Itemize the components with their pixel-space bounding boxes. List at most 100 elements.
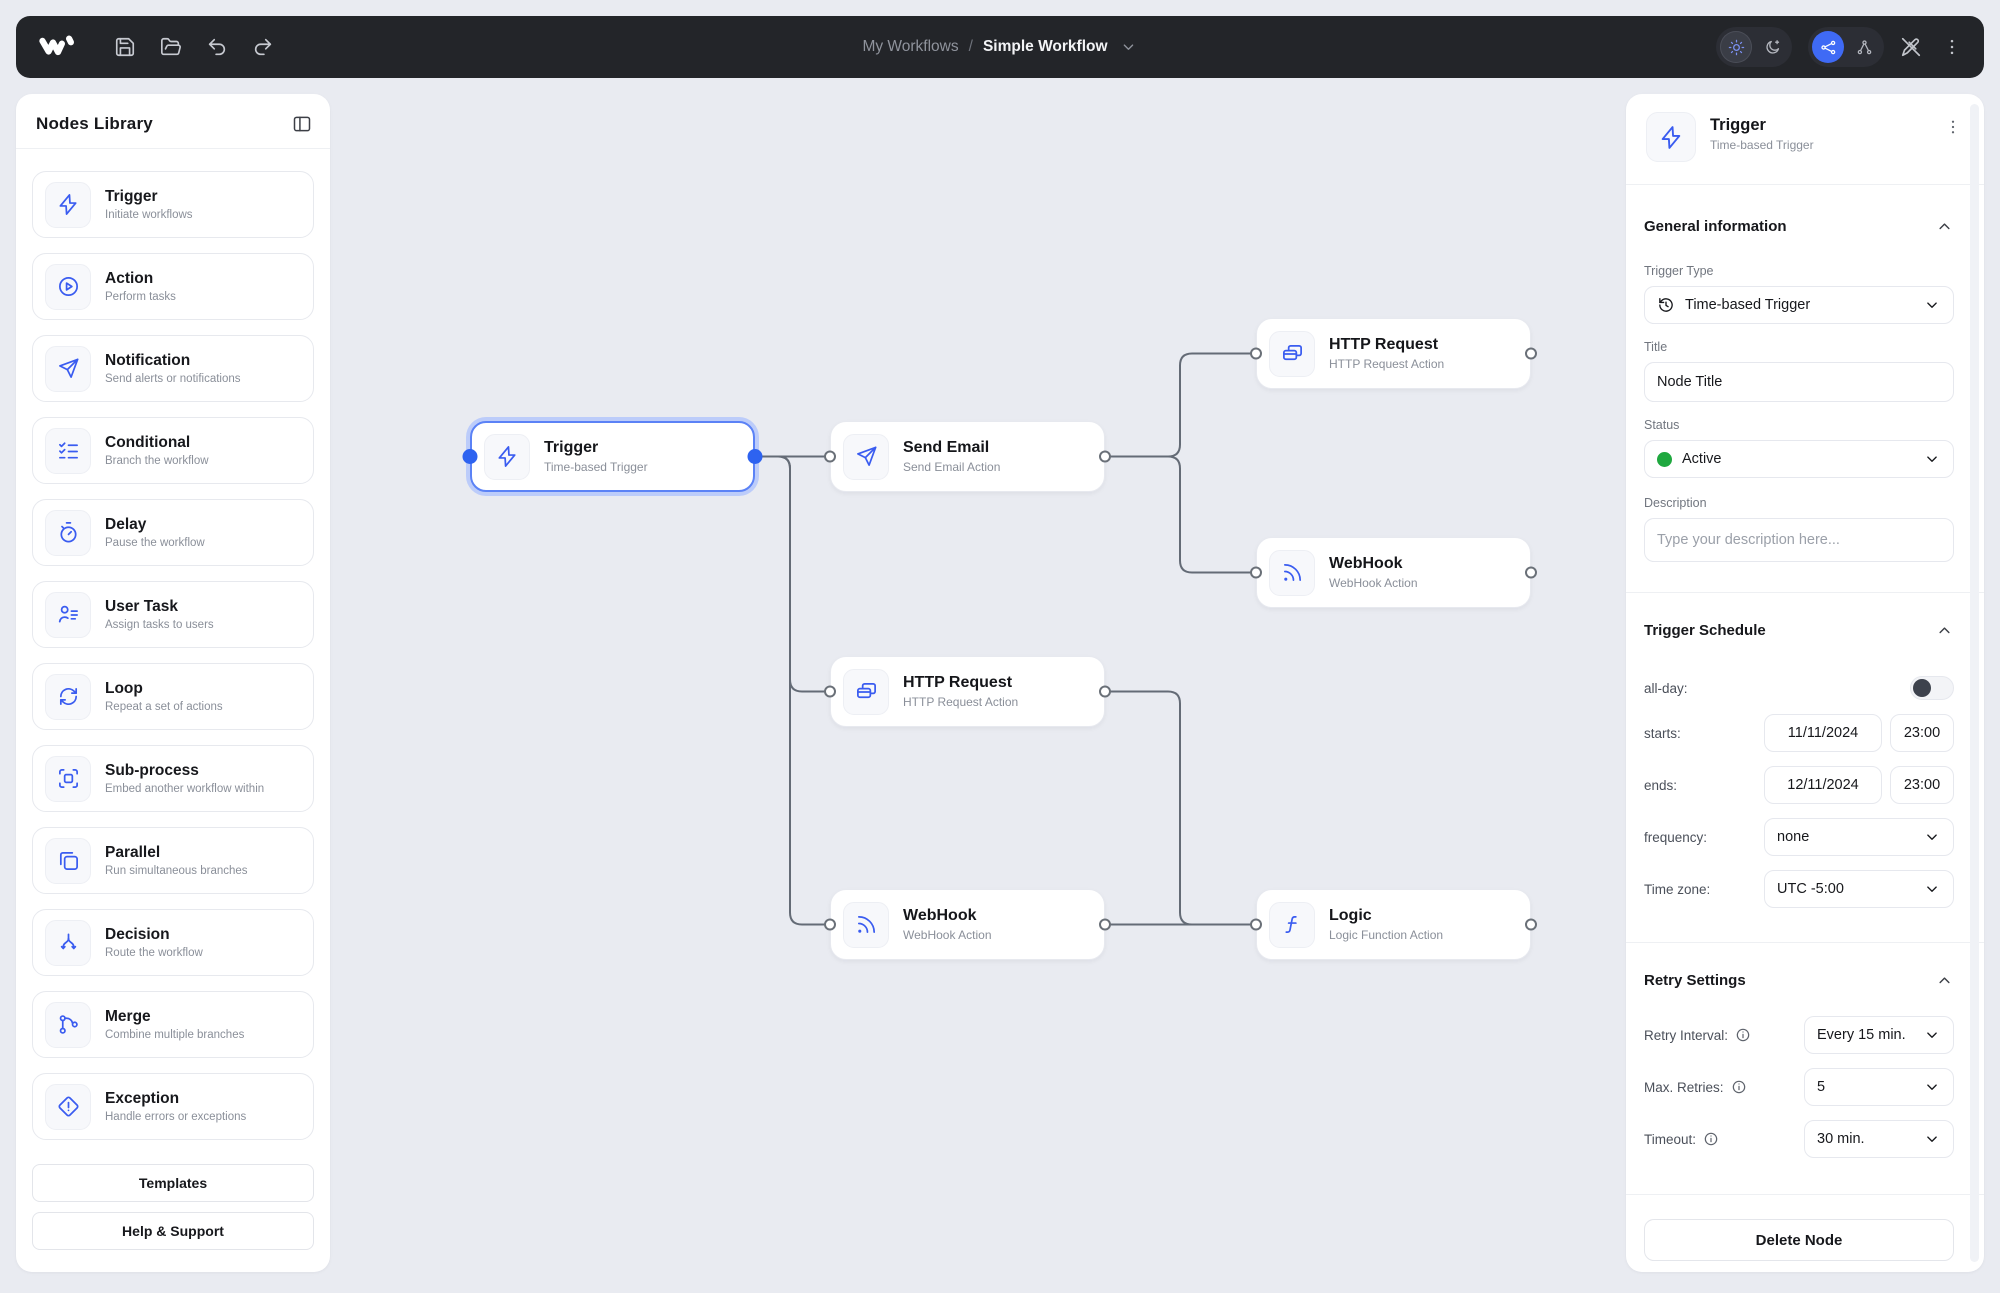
description-input[interactable] — [1644, 518, 1954, 562]
collapse-sidebar-icon[interactable] — [292, 114, 312, 134]
starts-time-input[interactable]: 23:00 — [1890, 714, 1954, 752]
help-support-button[interactable]: Help & Support — [32, 1212, 314, 1250]
timezone-select[interactable]: UTC -5:00 — [1764, 870, 1954, 908]
info-icon[interactable] — [1703, 1131, 1719, 1147]
all-day-toggle[interactable] — [1910, 676, 1954, 700]
node-title: HTTP Request — [903, 674, 1013, 691]
trigger-type-label: Trigger Type — [1644, 264, 1714, 278]
chevron-down-icon — [1923, 1078, 1941, 1096]
trigger-type-select[interactable]: Time-based Trigger — [1644, 286, 1954, 324]
sidebar-buttons: Templates Help & Support — [32, 1152, 314, 1250]
split-icon — [45, 919, 91, 966]
panel-node-title: Trigger — [1710, 116, 1766, 134]
panel-menu-button kebab-icon[interactable] — [1944, 118, 1962, 136]
status-select[interactable]: Active — [1644, 440, 1954, 478]
starts-label: starts: — [1644, 725, 1681, 741]
sidebar-item-desc: Perform tasks — [105, 291, 176, 303]
sidebar-item-desc: Repeat a set of actions — [105, 701, 223, 713]
chevron-down-icon — [1923, 296, 1941, 314]
undo-button[interactable] — [206, 36, 228, 58]
timezone-value: UTC -5:00 — [1777, 881, 1844, 897]
timeout-label: Timeout: — [1644, 1131, 1719, 1147]
sidebar-divider — [16, 148, 330, 149]
theme-dark-button[interactable] — [1756, 31, 1788, 63]
edit-lock-button pencil-off-icon[interactable] — [1900, 36, 1922, 58]
collapse-section-chevron-up-icon[interactable] — [1935, 621, 1954, 640]
rss-icon — [843, 901, 889, 948]
breadcrumb-separator: / — [968, 38, 973, 55]
sidebar-item-title: Merge — [105, 1008, 151, 1025]
section-title: Trigger Schedule — [1644, 622, 1766, 639]
theme-light-button[interactable] — [1720, 31, 1752, 63]
toggle-knob — [1913, 679, 1931, 697]
alert-diamond-icon — [45, 1083, 91, 1130]
sidebar-item-title: Parallel — [105, 844, 161, 861]
flow-horizontal-icon — [1820, 39, 1837, 56]
general-information-section-header: General information — [1644, 217, 1954, 236]
redo-button[interactable] — [252, 36, 274, 58]
node-subtitle: Logic Function Action — [1329, 928, 1444, 942]
node-title: WebHook — [1329, 555, 1403, 572]
chevron-down-icon — [1923, 880, 1941, 898]
browser-icon — [843, 668, 889, 715]
workflow-switcher-chevron-icon[interactable] — [1120, 38, 1138, 56]
sidebar-item-title: Exception — [105, 1090, 180, 1107]
layout-horizontal-button[interactable] — [1812, 31, 1844, 63]
timeout-value: 30 min. — [1817, 1131, 1865, 1147]
retry-interval-select[interactable]: Every 15 min. — [1804, 1016, 1954, 1054]
templates-button[interactable]: Templates — [32, 1164, 314, 1202]
max-retries-select[interactable]: 5 — [1804, 1068, 1954, 1106]
sidebar-item-desc: Combine multiple branches — [105, 1029, 245, 1041]
max-retries-value: 5 — [1817, 1079, 1826, 1095]
collapse-section-chevron-up-icon[interactable] — [1935, 217, 1954, 236]
timeout-select[interactable]: 30 min. — [1804, 1120, 1954, 1158]
zap-icon — [45, 181, 91, 228]
info-icon[interactable] — [1731, 1079, 1747, 1095]
app-logo[interactable] — [38, 33, 78, 61]
trigger-type-value: Time-based Trigger — [1685, 297, 1811, 313]
open-folder-button[interactable] — [160, 36, 182, 58]
frequency-select[interactable]: none — [1764, 818, 1954, 856]
topbar-menu-button kebab-icon[interactable] — [1942, 36, 1962, 58]
layout-vertical-button[interactable] — [1848, 31, 1880, 63]
delete-node-button[interactable]: Delete Node — [1644, 1219, 1954, 1261]
panel-scrollbar[interactable] — [1970, 104, 1979, 1262]
collapse-section-chevron-up-icon[interactable] — [1935, 971, 1954, 990]
timezone-row: Time zone: UTC -5:00 — [1644, 870, 1954, 908]
ends-label: ends: — [1644, 777, 1678, 793]
flow-vertical-icon — [1856, 39, 1873, 56]
ends-time-input[interactable]: 23:00 — [1890, 766, 1954, 804]
sidebar-item-title: Delay — [105, 516, 147, 533]
info-icon[interactable] — [1735, 1027, 1751, 1043]
browser-icon — [1269, 330, 1315, 377]
ends-date-input[interactable]: 12/11/2024 — [1764, 766, 1882, 804]
save-button[interactable] — [114, 36, 136, 58]
panel-header: Trigger Time-based Trigger — [1644, 110, 1955, 162]
panel-divider — [1626, 942, 1984, 943]
breadcrumb-parent[interactable]: My Workflows — [862, 38, 959, 55]
panel-divider — [1626, 184, 1984, 185]
starts-date-input[interactable]: 11/11/2024 — [1764, 714, 1882, 752]
sidebar-item-desc: Send alerts or notifications — [105, 373, 241, 385]
node-title-input[interactable] — [1644, 362, 1954, 402]
zap-icon — [1646, 112, 1696, 162]
